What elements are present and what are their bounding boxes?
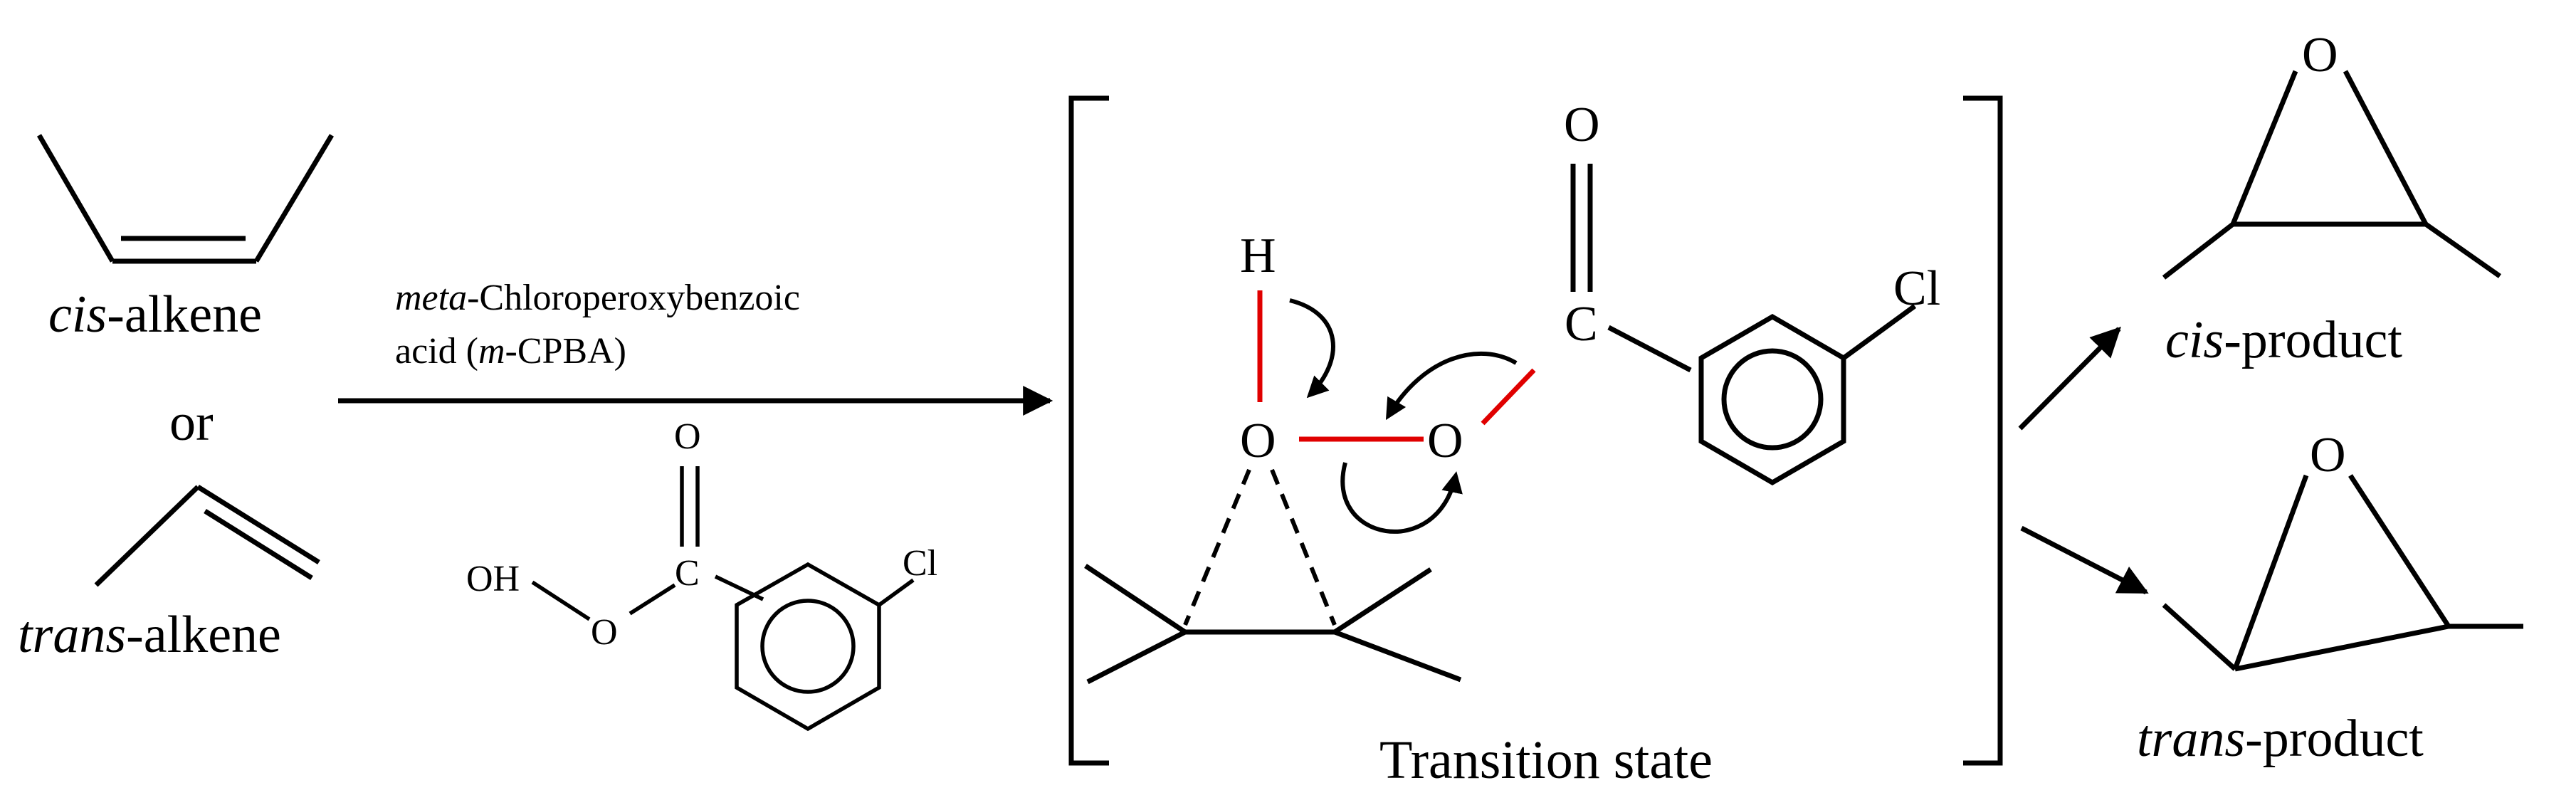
ts-chlorine: Cl bbox=[1893, 261, 1940, 316]
mcpba-peroxy-o: O bbox=[591, 612, 618, 653]
ts-oxygen-right: O bbox=[1427, 414, 1463, 468]
ts-right-bracket bbox=[1963, 95, 2003, 766]
arrow-to-cis-product bbox=[2018, 327, 2121, 431]
ts-oxygen-left: O bbox=[1240, 414, 1276, 468]
trans-alkene-prefix: trans bbox=[18, 606, 126, 664]
cis-alkene-label: cis-alkene bbox=[48, 285, 262, 344]
reagent-acid-text: acid ( bbox=[395, 331, 478, 372]
trans-product-label: trans-product bbox=[2137, 710, 2424, 768]
arrow-to-trans-product bbox=[2020, 525, 2149, 595]
trans-product-prefix: trans bbox=[2137, 710, 2245, 768]
cis-alkene-suffix: -alkene bbox=[107, 285, 262, 344]
trans-product-suffix: -product bbox=[2245, 710, 2424, 768]
reagent-name-line1: meta-Chloroperoxybenzoic bbox=[395, 278, 800, 318]
reagent-m-italic: m bbox=[478, 331, 505, 372]
cis-product-prefix: cis bbox=[2165, 311, 2224, 369]
cis-product-suffix: -product bbox=[2224, 311, 2402, 369]
curved-arrow-h-to-o bbox=[1289, 298, 1335, 399]
trans-alkene-structure bbox=[94, 485, 320, 587]
mcpba-hydroxyl: OH bbox=[466, 559, 520, 599]
ts-hydrogen: H bbox=[1240, 228, 1276, 283]
curved-arrow-o-to-o bbox=[1340, 462, 1463, 534]
mcpba-carbonyl-o: O bbox=[674, 416, 701, 457]
cis-product-structure bbox=[2162, 70, 2502, 280]
mcpba-chlorine: Cl bbox=[903, 543, 937, 584]
reagent-name-line2: acid (m-CPBA) bbox=[395, 331, 626, 372]
reagent-cpba-text: -CPBA) bbox=[505, 331, 626, 372]
mcpba-structure bbox=[531, 466, 915, 732]
curved-arrow-c-to-o bbox=[1385, 351, 1518, 421]
trans-epoxide-o: O bbox=[2310, 428, 2346, 483]
mcpba-carbon: C bbox=[675, 553, 700, 594]
ts-left-bracket bbox=[1068, 95, 1109, 766]
cis-product-label: cis-product bbox=[2165, 311, 2402, 369]
or-label: or bbox=[169, 394, 214, 452]
ts-structure bbox=[1084, 164, 1917, 685]
ts-carbonyl-o: O bbox=[1564, 98, 1600, 152]
trans-alkene-label: trans-alkene bbox=[18, 606, 281, 664]
transition-state-label: Transition state bbox=[1379, 730, 1713, 790]
ts-carbon: C bbox=[1565, 297, 1598, 352]
trans-product-structure bbox=[2162, 474, 2523, 672]
cis-alkene-structure bbox=[36, 134, 335, 264]
reagent-meta-suffix: -Chloroperoxybenzoic bbox=[467, 278, 800, 318]
trans-alkene-suffix: -alkene bbox=[126, 606, 281, 664]
cis-epoxide-o: O bbox=[2302, 28, 2338, 83]
reagent-meta-prefix: meta bbox=[395, 278, 467, 318]
cis-alkene-prefix: cis bbox=[48, 285, 107, 344]
